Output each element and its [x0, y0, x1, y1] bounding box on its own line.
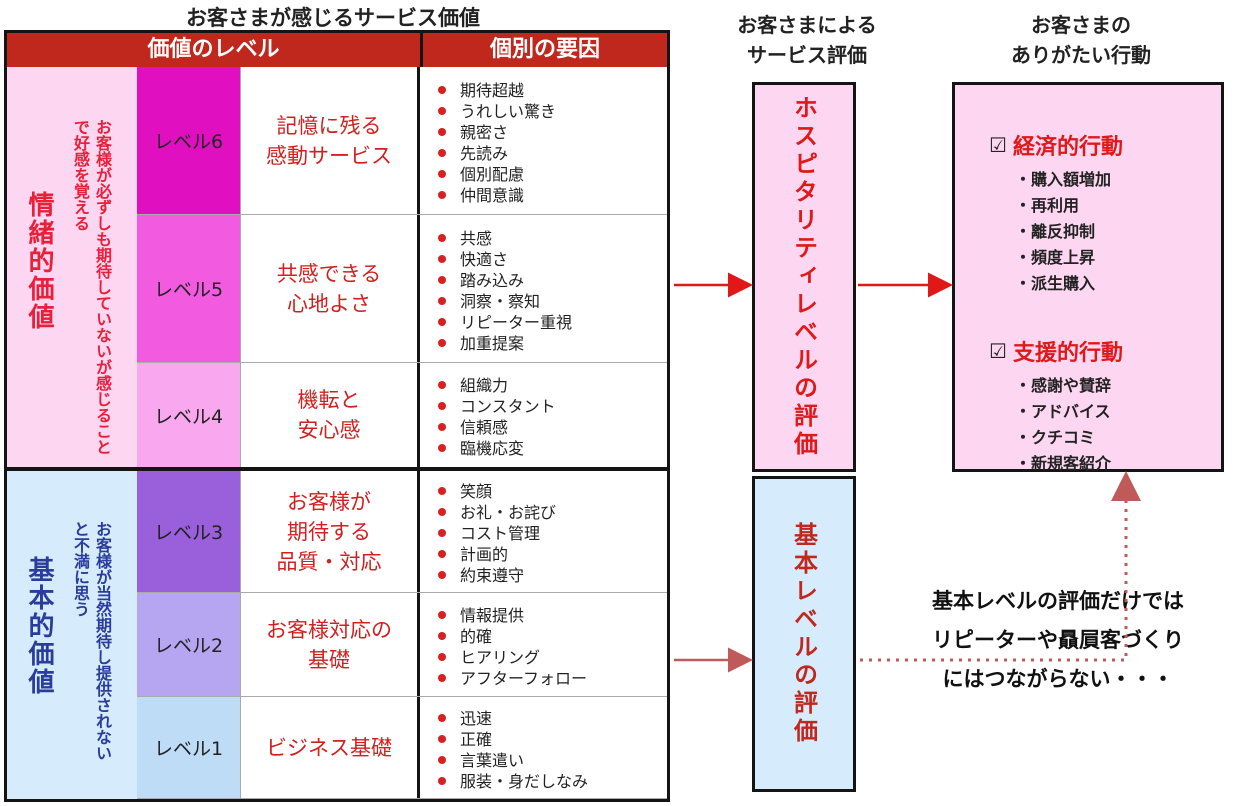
- factor-item: 笑顔: [420, 481, 667, 502]
- factor-list: 共感快適さ踏み込み洞察・察知リピーター重視加重提案: [420, 215, 667, 362]
- list-item: ・感謝や賛辞: [1015, 376, 1112, 395]
- factor-item: 約束遵守: [420, 565, 667, 586]
- basic-value-title: 基本的価値: [24, 556, 54, 696]
- hospitality-evaluation-label: ホスピタリティレベルの評価: [789, 95, 818, 459]
- list-item: ・アドバイス: [1015, 402, 1111, 421]
- factor-list: 笑顔お礼・お詫びコスト管理計画的約束遵守: [420, 471, 667, 592]
- level-concept: お客様対応の 基礎: [241, 593, 420, 696]
- level-concept: 記憶に残る 感動サービス: [241, 67, 420, 214]
- level-concept: 共感できる 心地よさ: [241, 215, 420, 362]
- customer-action-box: ☑経済的行動 ・購入額増加 ・再利用 ・離反抑制 ・頻度上昇 ・派生購入 ☑支援…: [952, 82, 1224, 473]
- basic-value-description: お客様が当然期待し提供されないと不満に思う: [71, 521, 112, 761]
- level-concept: 機転と 安心感: [241, 363, 420, 467]
- factor-item: うれしい驚き: [420, 101, 667, 122]
- main-title: お客さまが感じるサービス価値: [186, 6, 480, 30]
- factor-item: 共感: [420, 228, 667, 249]
- level-concept: ビジネス基礎: [241, 697, 420, 798]
- factor-item: 正確: [420, 729, 667, 750]
- level-label: レベル1: [137, 697, 241, 798]
- factor-item: リピーター重視: [420, 312, 667, 333]
- factor-item: 迅速: [420, 708, 667, 729]
- hospitality-evaluation-box: ホスピタリティレベルの評価: [752, 82, 856, 472]
- factor-item: 洞察・察知: [420, 291, 667, 312]
- level-label: レベル5: [137, 215, 241, 362]
- factor-item: 踏み込み: [420, 270, 667, 291]
- factor-item: 親密さ: [420, 122, 667, 143]
- category-separator: [7, 467, 667, 471]
- economic-action-group: ☑経済的行動 ・購入額増加 ・再利用 ・離反抑制 ・頻度上昇 ・派生購入: [989, 129, 1123, 297]
- checkbox-icon: ☑: [989, 133, 1007, 157]
- factor-item: 加重提案: [420, 333, 667, 354]
- factor-item: コンスタント: [420, 396, 667, 417]
- value-level-header: 価値のレベル: [7, 33, 420, 67]
- level-label: レベル3: [137, 471, 241, 592]
- emotional-value-category: 情緒的価値 お客様が必ずしも期待していないが感じることで好感を覚える: [7, 67, 137, 467]
- level-label: レベル4: [137, 363, 241, 467]
- evaluation-column-title: お客さまによる サービス評価: [737, 13, 877, 67]
- list-item: ・新規客紹介: [1015, 454, 1112, 473]
- factor-item: 服装・身だしなみ: [420, 771, 667, 792]
- economic-action-title: 経済的行動: [1012, 135, 1123, 160]
- factor-item: ヒアリング: [420, 647, 667, 668]
- factor-list: 迅速正確言葉遣い服装・身だしなみ: [420, 697, 667, 798]
- factor-header: 個別の要因: [423, 33, 667, 67]
- factor-item: 計画的: [420, 544, 667, 565]
- list-item: ・クチコミ: [1015, 428, 1096, 447]
- factor-list: 期待超越うれしい驚き親密さ先読み個別配慮仲間意識: [420, 67, 667, 214]
- factor-item: アフターフォロー: [420, 668, 667, 689]
- level-concept: お客様が 期待する 品質・対応: [241, 471, 420, 592]
- factor-item: 先読み: [420, 143, 667, 164]
- emotional-value-title: 情緒的価値: [24, 191, 54, 331]
- factor-list: 情報提供的確ヒアリングアフターフォロー: [420, 593, 667, 696]
- factor-item: 組織力: [420, 375, 667, 396]
- basic-evaluation-label: 基本レベルの評価: [789, 522, 818, 746]
- factor-item: コスト管理: [420, 523, 667, 544]
- level-label: レベル6: [137, 67, 241, 214]
- list-item: ・離反抑制: [1015, 222, 1096, 241]
- list-item: ・派生購入: [1015, 274, 1096, 293]
- conclusion-note: 基本レベルの評価だけでは リピーターや贔屓客づくり にはつながらない・・・: [932, 589, 1184, 691]
- factor-item: 期待超越: [420, 80, 667, 101]
- factor-item: 信頼感: [420, 417, 667, 438]
- basic-evaluation-box: 基本レベルの評価: [752, 476, 856, 792]
- factor-item: 個別配慮: [420, 164, 667, 185]
- factor-item: 快適さ: [420, 249, 667, 270]
- factor-item: 臨機応変: [420, 438, 667, 459]
- supportive-action-title: 支援的行動: [1012, 341, 1123, 366]
- emotional-value-description: お客様が必ずしも期待していないが感じることで好感を覚える: [71, 119, 112, 455]
- factor-item: お礼・お詫び: [420, 502, 667, 523]
- level-label: レベル2: [137, 593, 241, 696]
- service-value-table: 価値のレベル 個別の要因 情緒的価値 お客様が必ずしも期待していないが感じること…: [4, 30, 670, 802]
- factor-item: 的確: [420, 626, 667, 647]
- factor-item: 仲間意識: [420, 185, 667, 206]
- basic-value-category: 基本的価値 お客様が当然期待し提供されないと不満に思う: [7, 471, 137, 799]
- factor-item: 言葉遣い: [420, 750, 667, 771]
- supportive-action-group: ☑支援的行動 ・感謝や賛辞 ・アドバイス ・クチコミ ・新規客紹介: [989, 335, 1123, 477]
- checkbox-icon: ☑: [989, 339, 1007, 363]
- factor-item: 情報提供: [420, 605, 667, 626]
- list-item: ・購入額増加: [1015, 170, 1112, 189]
- list-item: ・頻度上昇: [1015, 248, 1096, 267]
- action-column-title: お客さまの ありがたい行動: [1011, 13, 1151, 67]
- header-separator: [420, 33, 423, 67]
- factor-list: 組織力コンスタント信頼感臨機応変: [420, 363, 667, 467]
- list-item: ・再利用: [1015, 196, 1080, 215]
